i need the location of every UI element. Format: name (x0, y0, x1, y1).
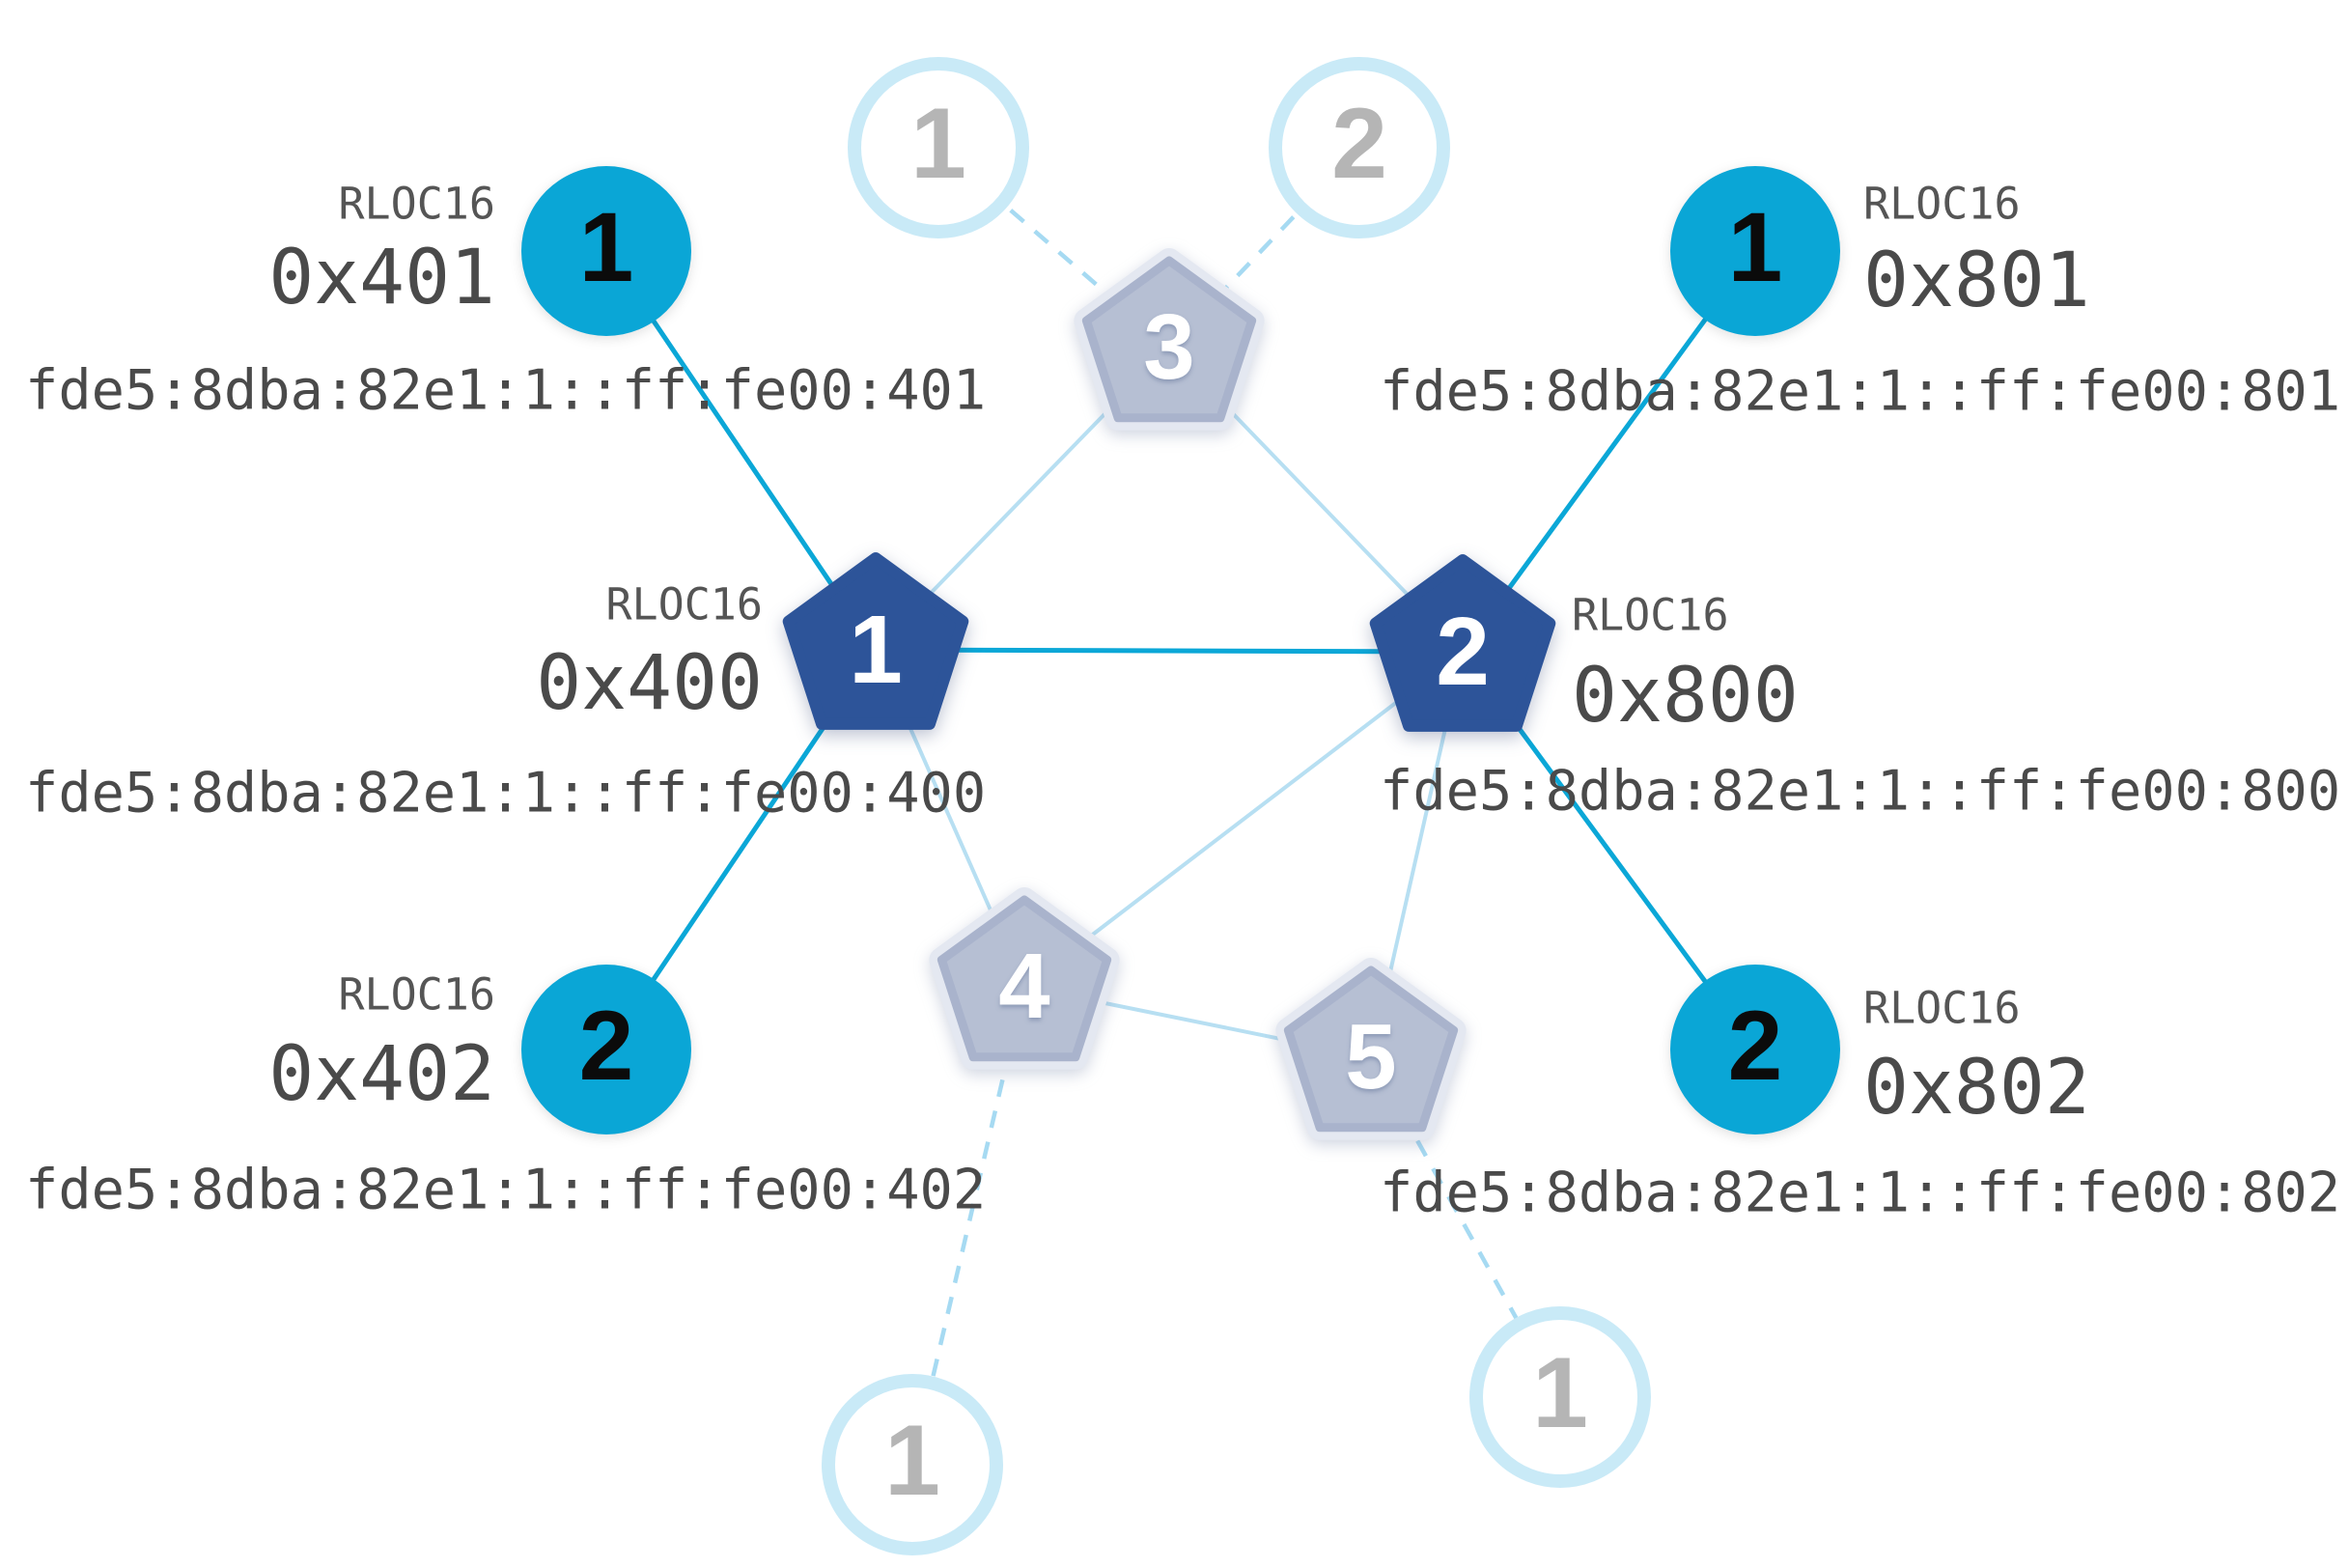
rloc16-value-0x400: 0x400 (536, 640, 763, 727)
rloc16-value-0x402: 0x402 (268, 1031, 495, 1118)
rloc16-caption-802: RLOC16 (1863, 982, 2021, 1034)
rloc16-caption-402: RLOC16 (338, 968, 495, 1021)
rloc16-value-0x800: 0x800 (1572, 653, 1799, 740)
inactive-router-node-4: 4 (918, 881, 1131, 1093)
inactive-pentagon-icon (1275, 958, 1467, 1140)
rloc16-value-0x801: 0x801 (1863, 238, 2090, 324)
inactive-pentagon-icon (929, 887, 1120, 1070)
router-number: 2 (1436, 598, 1490, 706)
inactive-router-number: 5 (1345, 1005, 1397, 1108)
router-pentagon-icon (782, 552, 969, 730)
ghost-child-number: 2 (1331, 87, 1387, 200)
ghost-child-number: 1 (1532, 1336, 1588, 1449)
router-node-1: 1 (769, 544, 982, 756)
link-router-2-router-4 (1022, 650, 1465, 989)
inactive-router-number: 4 (998, 935, 1050, 1038)
rloc16-value-0x401: 0x401 (268, 235, 495, 322)
ghost-child-number: 1 (910, 87, 966, 200)
rloc16-caption-801: RLOC16 (1863, 178, 2021, 230)
ghost-child-node: 1 (848, 57, 1029, 238)
ipv6-address-400: fde5:8dba:82e1:1::ff:fe00:400 (25, 761, 987, 826)
child-node-0x402: 2 (521, 965, 691, 1134)
child-node-0x801: 1 (1670, 166, 1840, 336)
child-number: 1 (1727, 191, 1783, 302)
router-node-2: 2 (1356, 546, 1569, 758)
ghost-child-node: 2 (1269, 57, 1450, 238)
rloc16-caption-800: RLOC16 (1572, 589, 1729, 641)
child-number: 1 (578, 191, 634, 302)
child-node-0x802: 2 (1670, 965, 1840, 1134)
router-number: 1 (849, 596, 903, 704)
rloc16-caption-401: RLOC16 (338, 178, 495, 230)
link-router-1-router-2 (875, 647, 1464, 655)
ghost-child-number: 1 (884, 1404, 940, 1517)
ghost-child-node: 1 (1469, 1306, 1651, 1488)
child-number: 2 (578, 990, 634, 1101)
ipv6-address-800: fde5:8dba:82e1:1::ff:fe00:800 (1380, 759, 2341, 824)
ipv6-address-401: fde5:8dba:82e1:1::ff:fe00:401 (25, 358, 987, 423)
ipv6-address-801: fde5:8dba:82e1:1::ff:fe00:801 (1380, 359, 2341, 424)
inactive-router-number: 3 (1143, 295, 1195, 399)
ipv6-address-802: fde5:8dba:82e1:1::ff:fe00:802 (1380, 1161, 2341, 1225)
inactive-pentagon-icon (1074, 248, 1265, 431)
router-pentagon-icon (1369, 554, 1556, 732)
inactive-router-node-3: 3 (1063, 241, 1275, 454)
inactive-router-node-5: 5 (1265, 951, 1477, 1163)
ipv6-address-402: fde5:8dba:82e1:1::ff:fe00:402 (25, 1158, 987, 1222)
child-number: 2 (1727, 990, 1783, 1101)
ghost-child-node: 1 (822, 1374, 1003, 1555)
rloc16-caption-400: RLOC16 (605, 578, 763, 630)
rloc16-value-0x802: 0x802 (1863, 1045, 2090, 1132)
child-node-0x401: 1 (521, 166, 691, 336)
